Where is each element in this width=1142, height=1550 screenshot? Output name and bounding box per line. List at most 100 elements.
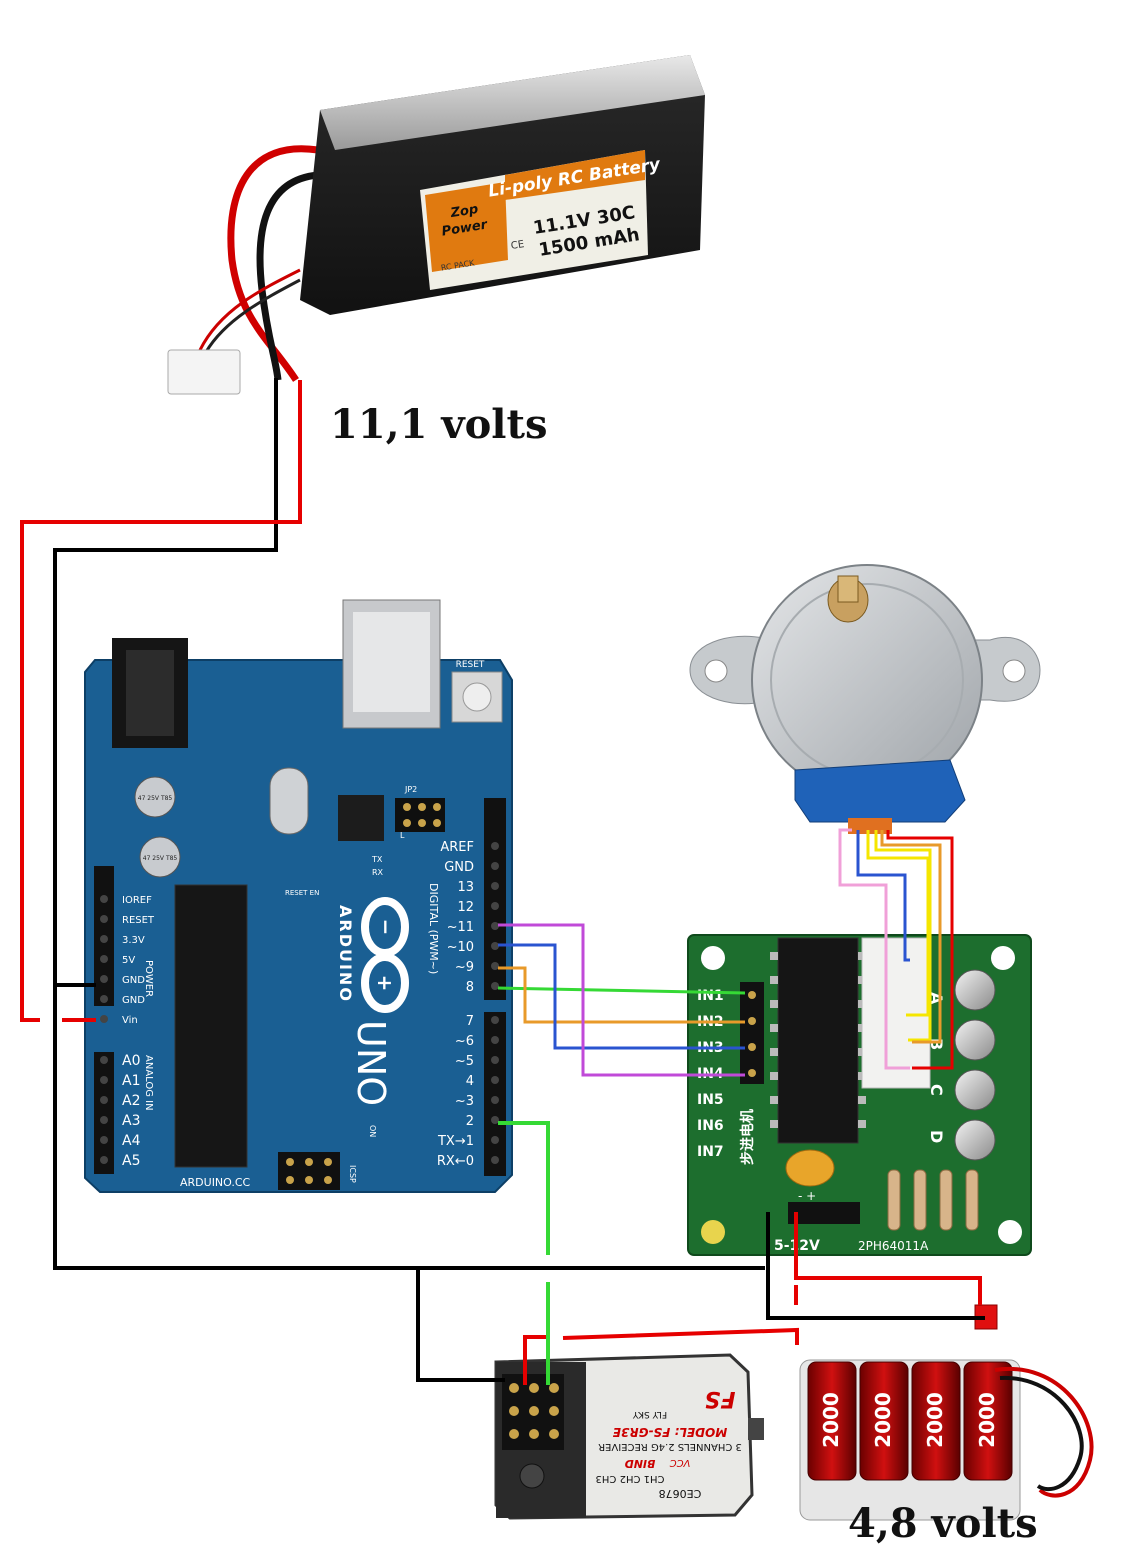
receiver-fs-logo: FS xyxy=(705,1386,736,1411)
digital-pin-socket xyxy=(491,962,499,970)
lipo-brand-2: Power xyxy=(441,217,490,239)
digital-pin-label: ~11 xyxy=(447,920,474,935)
wire-d8-in1 xyxy=(497,986,746,995)
power-pin-socket xyxy=(100,1015,108,1023)
driver-input-label: IN6 xyxy=(697,1118,724,1134)
analog-header xyxy=(94,1052,114,1174)
arduino-model-text: UNO xyxy=(349,1020,393,1106)
icsp-header xyxy=(278,1152,340,1190)
reset-en-label: RESET EN xyxy=(285,889,319,897)
analog-pin-socket xyxy=(100,1096,108,1104)
arduino-uno-board: RESET 47 25V T85 47 25V T85 JP2 ICSP xyxy=(84,599,513,1193)
wire-motor-red xyxy=(886,830,954,1070)
receiver-subtitle: 3 CHANNELS 2.4G RECEIVER xyxy=(598,1441,742,1452)
analog-pin-label: A3 xyxy=(122,1113,140,1129)
nimh-red-lead xyxy=(994,1366,1094,1498)
capacitor-2 xyxy=(139,836,181,878)
pcb-hole-bl xyxy=(701,1220,725,1244)
chip-pin xyxy=(770,1072,778,1080)
digital-pin-label: 7 xyxy=(466,1014,474,1029)
digital-pin-label: RX←0 xyxy=(437,1154,474,1169)
digital-pin-label: ~9 xyxy=(455,960,474,975)
driver-resistors xyxy=(887,1169,979,1231)
wire-receiver-power-2 xyxy=(562,1327,799,1345)
digital-pin-socket xyxy=(491,1076,499,1084)
l-label: L xyxy=(400,831,405,840)
chip-pin xyxy=(858,1096,866,1104)
led-letter: D xyxy=(927,1130,946,1143)
digital-pin-socket xyxy=(491,882,499,890)
analog-pin-socket xyxy=(100,1056,108,1064)
balance-lead-2 xyxy=(204,278,301,353)
digital-header-top xyxy=(484,798,506,1000)
digital-pin-label: TX→1 xyxy=(437,1134,474,1149)
receiver-pins xyxy=(509,1383,559,1439)
balance-lead xyxy=(198,268,301,351)
lipo-brand-1: Zop xyxy=(449,202,480,221)
digital-pin-socket xyxy=(491,842,499,850)
power-pin-socket xyxy=(100,915,108,923)
svg-text:+: + xyxy=(373,975,397,992)
lipo-top xyxy=(320,55,705,150)
analog-pin-label: A2 xyxy=(122,1093,140,1109)
digital-pin-socket xyxy=(491,942,499,950)
driver-chinese-label: 步进电机 xyxy=(739,1109,756,1165)
driver-led xyxy=(954,1019,996,1061)
digital-pin-label: ~5 xyxy=(455,1054,474,1069)
digital-pin-label: GND xyxy=(444,860,474,875)
wire-d10-in3 xyxy=(498,943,745,1050)
receiver-brand: FLY SKY xyxy=(632,1409,667,1419)
wire-d11-in4 xyxy=(498,923,745,1077)
atmega-chip xyxy=(174,884,248,1168)
power-pin-label: RESET xyxy=(122,915,155,926)
jp2-header xyxy=(395,798,445,832)
pcb-hole-br xyxy=(998,1220,1022,1244)
driver-input-label: IN7 xyxy=(697,1144,724,1160)
digital-pin-label: ~3 xyxy=(455,1094,474,1109)
digital-pin-label: ~6 xyxy=(455,1034,474,1049)
pcb-hole-tr xyxy=(991,946,1015,970)
capacitor-1 xyxy=(134,776,176,818)
dc-jack-inner xyxy=(126,650,174,736)
digital-pin-socket xyxy=(491,922,499,930)
nimh-voltage-label: 4,8 volts xyxy=(848,1500,1038,1547)
wire-lipo-vin xyxy=(20,380,302,1022)
nimh-cell-label: 2000 xyxy=(923,1392,947,1448)
usb-chip xyxy=(338,795,384,841)
mount-hole-left xyxy=(704,659,728,683)
chip-pin xyxy=(770,976,778,984)
analog-pin-label: A4 xyxy=(122,1133,141,1149)
power-pin-label: 3.3V xyxy=(122,935,145,946)
motor-wire-exit xyxy=(848,818,892,834)
power-pin-socket xyxy=(100,935,108,943)
driver-leds xyxy=(954,969,996,1161)
lipo-header-bg xyxy=(505,150,645,200)
chip-pin xyxy=(770,1096,778,1104)
minus-plus-label: - + xyxy=(798,1189,816,1203)
digital-pin-socket xyxy=(491,1056,499,1064)
receiver-antenna-stub xyxy=(748,1418,764,1440)
analog-pin-socket xyxy=(100,1076,108,1084)
nimh-cell-label: 2000 xyxy=(871,1392,895,1448)
jp2-label: JP2 xyxy=(404,785,417,794)
driver-led xyxy=(954,969,996,1011)
crystal xyxy=(269,767,309,835)
lipo-battery: Zop Power Li-poly RC Battery 11.1V 30C 1… xyxy=(167,55,705,395)
driver-input-label: IN1 xyxy=(697,988,724,1004)
power-pin-socket xyxy=(100,895,108,903)
usb-inner xyxy=(353,612,430,712)
driver-resistor xyxy=(913,1169,927,1231)
lipo-logo-bg xyxy=(425,182,508,272)
cap-1-text: 47 25V T85 xyxy=(138,795,173,802)
digital-pin-socket xyxy=(491,1116,499,1124)
power-pin-label: GND xyxy=(122,975,145,986)
power-pin-socket xyxy=(100,975,108,983)
analog-pin-socket xyxy=(100,1136,108,1144)
digital-label: DIGITAL (PWM~) xyxy=(427,883,440,974)
chip-pin xyxy=(770,952,778,960)
power-pin-label: 5V xyxy=(122,955,135,966)
driver-led xyxy=(954,1069,996,1111)
uln2003-chip xyxy=(777,937,859,1144)
